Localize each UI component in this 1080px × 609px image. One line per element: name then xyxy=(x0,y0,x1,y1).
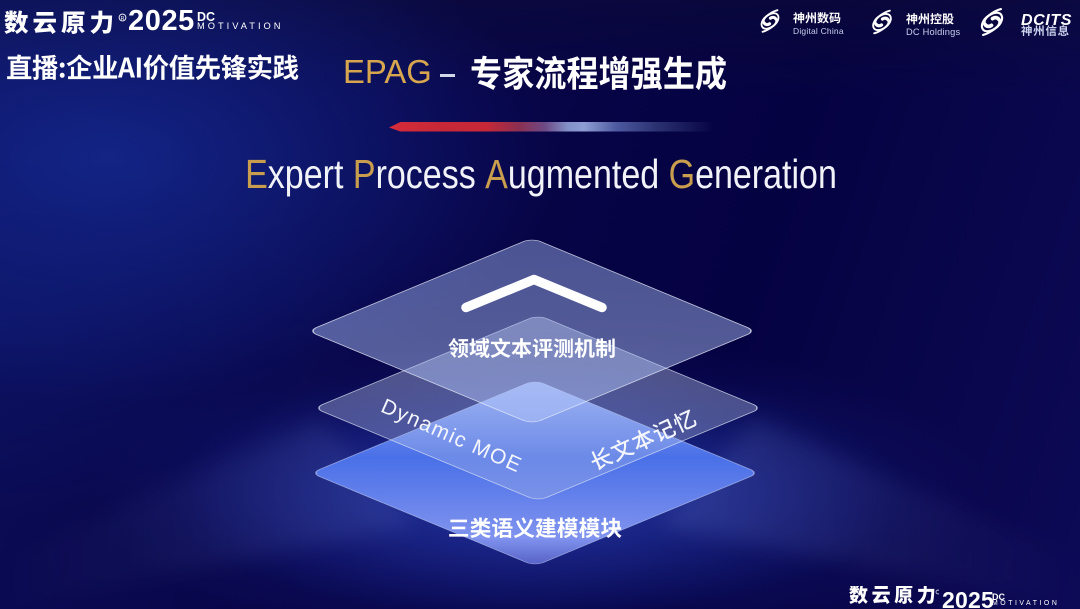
svg-text:R: R xyxy=(121,16,125,22)
svg-text:Expert Process Augmented Gener: Expert Process Augmented Generation xyxy=(245,151,837,196)
